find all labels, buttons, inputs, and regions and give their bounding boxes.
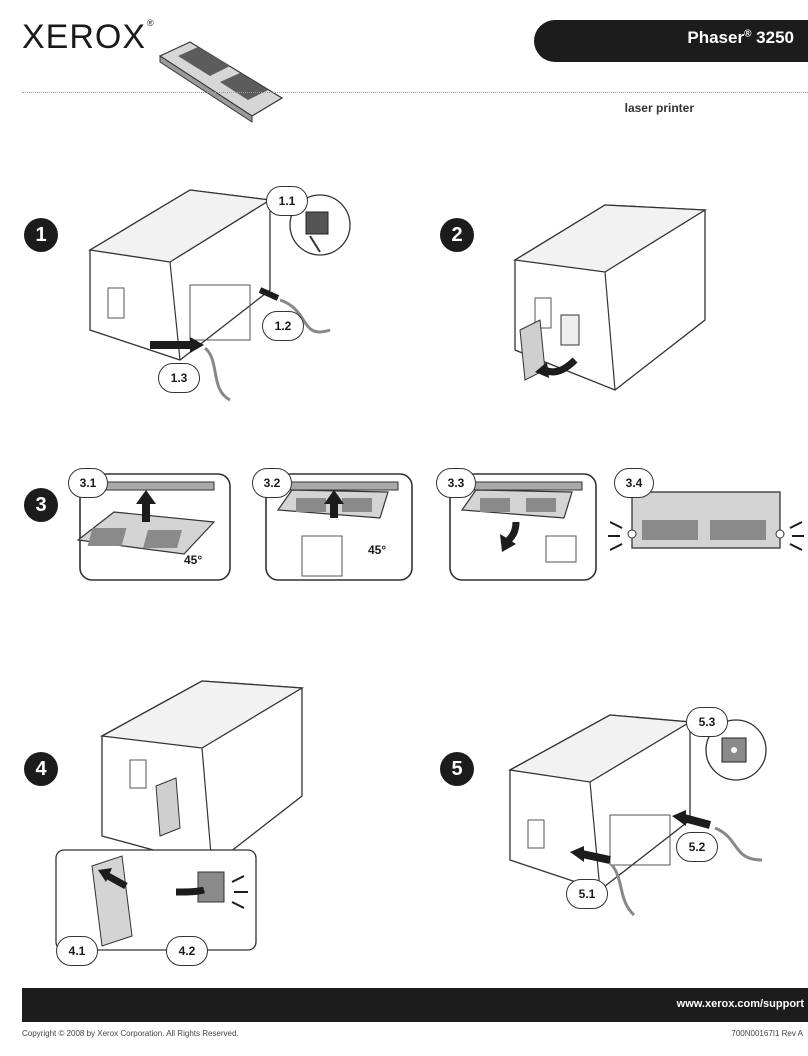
product-subtitle: laser printer	[624, 101, 694, 115]
callout-4-2: 4.2	[166, 936, 208, 966]
header-divider	[22, 92, 808, 93]
header-bar	[534, 20, 808, 62]
xerox-logo: XEROX®	[22, 18, 155, 57]
callout-3-3: 3.3	[436, 468, 476, 498]
step-2-badge: 2	[440, 218, 474, 252]
step-4-illustration	[55, 680, 305, 951]
footer-bar	[22, 988, 808, 1022]
angle-label-3-1: 45°	[184, 553, 203, 567]
model-name: Phaser	[687, 28, 745, 47]
step-3-badge: 3	[24, 488, 58, 522]
part-number: 700N00167I1 Rev A	[731, 1029, 803, 1038]
callout-4-1: 4.1	[56, 936, 98, 966]
callout-3-4: 3.4	[614, 468, 654, 498]
brand-registered-mark: ®	[147, 18, 155, 28]
memory-module-illustration	[158, 41, 284, 123]
model-registered-mark: ®	[744, 28, 752, 40]
model-number: 3250	[756, 28, 794, 47]
step-1-illustration	[88, 189, 351, 402]
brand-name: XEROX	[22, 18, 147, 56]
callout-1-1: 1.1	[266, 186, 308, 216]
step-5-badge: 5	[440, 752, 474, 786]
callout-1-2: 1.2	[262, 311, 304, 341]
step-5-illustration	[508, 714, 767, 917]
step-3-1-illustration	[76, 473, 231, 581]
callout-5-3: 5.3	[686, 707, 728, 737]
step-4-badge: 4	[24, 752, 58, 786]
callout-5-1: 5.1	[566, 879, 608, 909]
step-3-2-illustration	[265, 473, 413, 581]
callout-3-2: 3.2	[252, 468, 292, 498]
callout-3-1: 3.1	[68, 468, 108, 498]
model-title: Phaser® 3250	[534, 28, 794, 48]
callout-1-3: 1.3	[158, 363, 200, 393]
step-1-badge: 1	[24, 218, 58, 252]
callout-5-2: 5.2	[676, 832, 718, 862]
copyright-notice: Copyright © 2008 by Xerox Corporation. A…	[22, 1029, 239, 1038]
step-3-4-illustration	[608, 491, 804, 551]
support-url: www.xerox.com/support	[676, 998, 804, 1010]
step-2-illustration	[513, 204, 708, 391]
angle-label-3-2: 45°	[368, 543, 387, 557]
